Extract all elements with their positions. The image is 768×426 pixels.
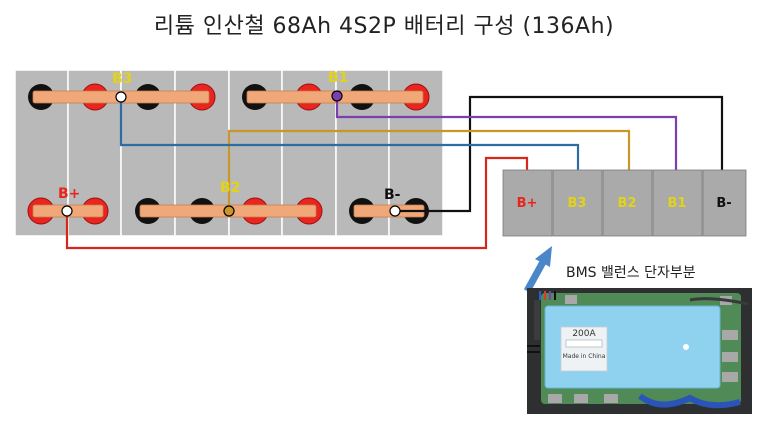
node-b-plus <box>61 205 73 217</box>
bms-terminal-box <box>652 169 703 237</box>
bms-label-b1: B1 <box>668 196 687 211</box>
node-b2 <box>223 205 235 217</box>
bms-terminal-block: B+ B3 B2 B1 B- <box>502 169 747 237</box>
label-b-minus: B- <box>384 187 401 203</box>
bms-terminal-box <box>602 169 653 237</box>
wire-b1 <box>335 96 678 170</box>
label-b2: B2 <box>220 180 240 196</box>
bms-label-b-plus: B+ <box>517 196 538 211</box>
wire-b2 <box>227 129 631 211</box>
board-rating: 200A <box>572 329 596 339</box>
label-b3: B3 <box>112 71 132 87</box>
balance-wires <box>65 95 724 250</box>
bms-terminal-box <box>502 169 553 237</box>
bms-label-b3: B3 <box>568 196 587 211</box>
bms-label-b2: B2 <box>618 196 637 211</box>
wire-b3 <box>119 97 580 170</box>
bms-terminal-box <box>552 169 603 237</box>
node-b3 <box>115 91 127 103</box>
label-b-plus: B+ <box>58 186 80 202</box>
wire-b-minus <box>395 95 724 213</box>
diagram-title: 리튬 인산철 68Ah 4S2P 배터리 구성 (136Ah) <box>153 14 615 39</box>
board-made-in: Made in China <box>563 353 606 360</box>
bms-terminal-box <box>702 169 747 237</box>
bms-label-b-minus: B- <box>716 196 731 211</box>
label-b1: B1 <box>328 70 348 86</box>
node-b-minus <box>389 205 401 217</box>
bms-caption: BMS 밸런스 단자부분 <box>566 265 696 281</box>
wire-b-plus <box>65 156 529 250</box>
connection-nodes <box>61 90 401 217</box>
node-labels: B3 B1 B+ B2 B- <box>58 70 401 203</box>
node-b1 <box>331 90 343 102</box>
bms-board-photo: 200A Made in China <box>527 288 752 414</box>
arrow-up-right-icon <box>523 246 552 293</box>
